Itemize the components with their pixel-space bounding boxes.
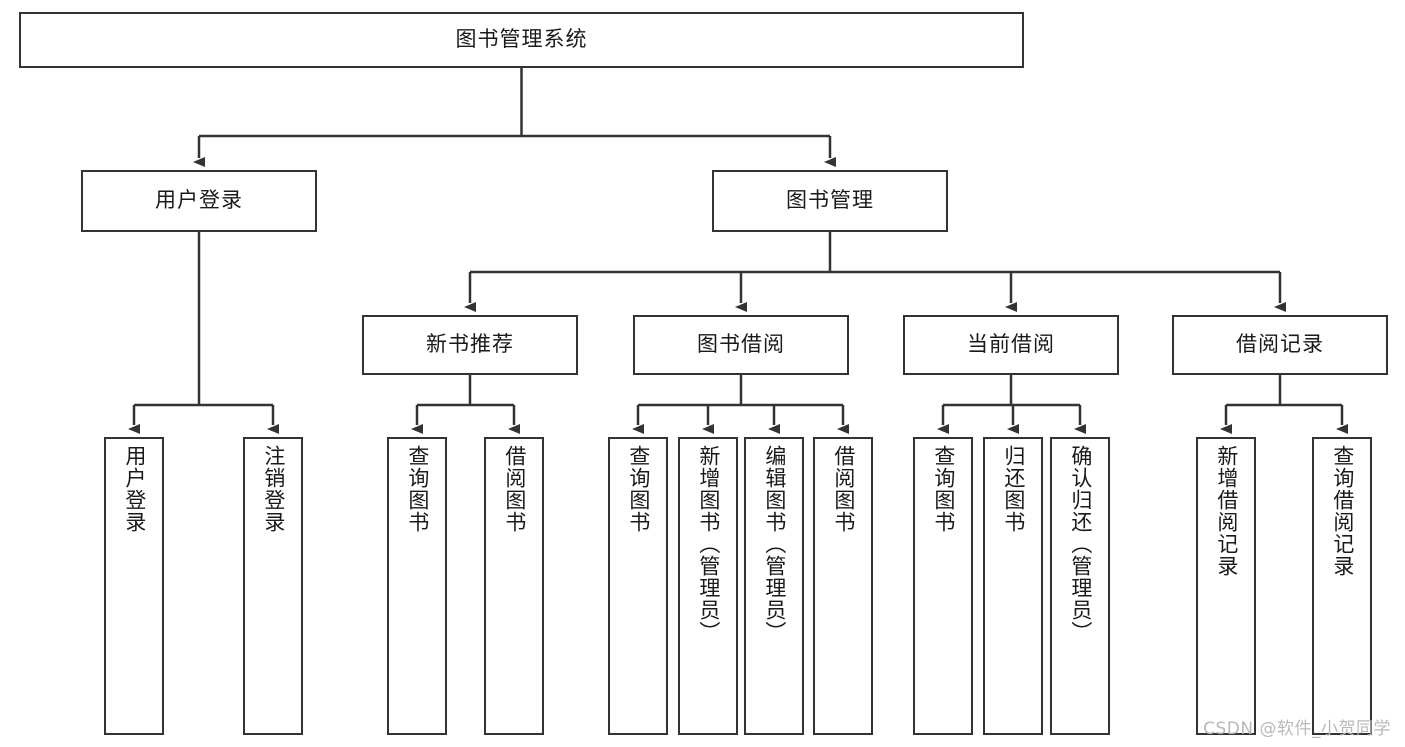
leaf-add-book-admin[interactable]: 新增图书（管理员） bbox=[678, 437, 738, 735]
leaf-confirm-return-admin[interactable]: 确认归还（管理员） bbox=[1050, 437, 1110, 735]
leaf-query-book-current[interactable]: 查询图书 bbox=[913, 437, 973, 735]
leaf-logout-login[interactable]: 注销登录 bbox=[243, 437, 303, 735]
leaf-query-book-recommend[interactable]: 查询图书 bbox=[387, 437, 447, 735]
node-root[interactable]: 图书管理系统 bbox=[19, 12, 1024, 68]
leaf-query-borrow-record[interactable]: 查询借阅记录 bbox=[1312, 437, 1372, 735]
csdn-watermark: CSDN @软件_小贺同学 bbox=[1203, 719, 1391, 739]
leaf-add-borrow-record[interactable]: 新增借阅记录 bbox=[1196, 437, 1256, 735]
node-book-borrow[interactable]: 图书借阅 bbox=[633, 315, 849, 375]
leaf-return-book[interactable]: 归还图书 bbox=[983, 437, 1043, 735]
node-book-manage[interactable]: 图书管理 bbox=[712, 170, 948, 232]
leaf-edit-book-admin[interactable]: 编辑图书（管理员） bbox=[744, 437, 804, 735]
node-borrow-record[interactable]: 借阅记录 bbox=[1172, 315, 1388, 375]
node-current-borrow[interactable]: 当前借阅 bbox=[903, 315, 1119, 375]
leaf-user-login[interactable]: 用户登录 bbox=[104, 437, 164, 735]
node-user-login[interactable]: 用户登录 bbox=[81, 170, 317, 232]
leaf-borrow-book-recommend[interactable]: 借阅图书 bbox=[484, 437, 544, 735]
leaf-query-book-borrow[interactable]: 查询图书 bbox=[608, 437, 668, 735]
node-new-book-recommend[interactable]: 新书推荐 bbox=[362, 315, 578, 375]
leaf-borrow-book[interactable]: 借阅图书 bbox=[813, 437, 873, 735]
